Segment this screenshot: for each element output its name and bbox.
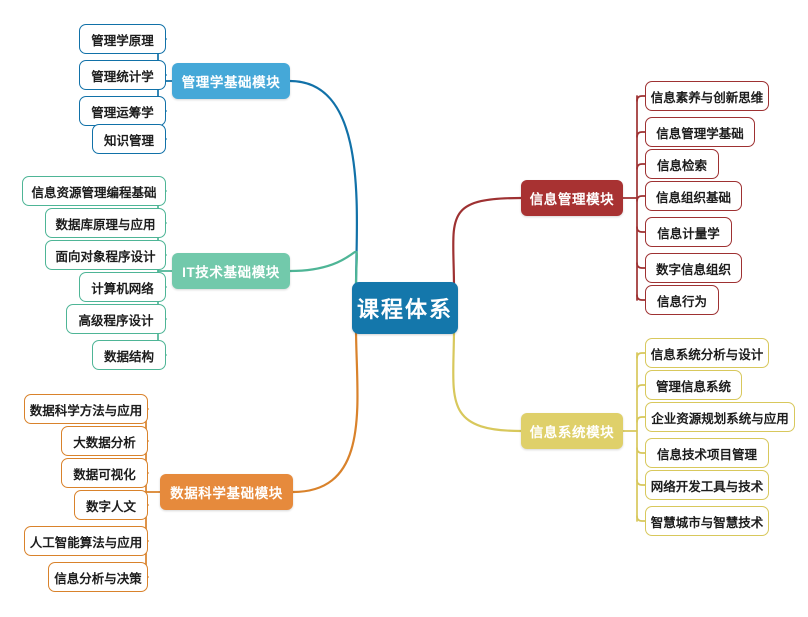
leaf-node[interactable]: 面向对象程序设计 [45,240,166,270]
leaf-node[interactable]: 企业资源规划系统与应用 [645,402,795,432]
leaf-node[interactable]: 信息计量学 [645,217,732,247]
module-node-infosystems[interactable]: 信息系统模块 [521,413,623,449]
leaf-node[interactable]: 信息分析与决策 [48,562,148,592]
leaf-node[interactable]: 信息组织基础 [645,181,742,211]
leaf-node[interactable]: 知识管理 [92,124,166,154]
leaf-node[interactable]: 信息技术项目管理 [645,438,769,468]
leaf-node[interactable]: 信息素养与创新思维 [645,81,769,111]
leaf-node[interactable]: 人工智能算法与应用 [24,526,148,556]
leaf-node[interactable]: 智慧城市与智慧技术 [645,506,769,536]
leaf-node[interactable]: 数据科学方法与应用 [24,394,148,424]
leaf-node[interactable]: 管理运筹学 [79,96,166,126]
leaf-node[interactable]: 数字人文 [74,490,148,520]
leaf-node[interactable]: 管理信息系统 [645,370,742,400]
leaf-node[interactable]: 管理统计学 [79,60,166,90]
leaf-node[interactable]: 管理学原理 [79,24,166,54]
module-node-infomanagement[interactable]: 信息管理模块 [521,180,623,216]
module-node-datascience[interactable]: 数据科学基础模块 [160,474,293,510]
leaf-node[interactable]: 计算机网络 [79,272,166,302]
leaf-node[interactable]: 信息管理学基础 [645,117,755,147]
leaf-node[interactable]: 数据可视化 [61,458,148,488]
leaf-node[interactable]: 大数据分析 [61,426,148,456]
module-node-it[interactable]: IT技术基础模块 [172,253,290,289]
leaf-node[interactable]: 信息检索 [645,149,719,179]
root-node[interactable]: 课程体系 [352,282,458,334]
leaf-node[interactable]: 信息行为 [645,285,719,315]
leaf-node[interactable]: 信息资源管理编程基础 [22,176,166,206]
leaf-node[interactable]: 信息系统分析与设计 [645,338,769,368]
leaf-node[interactable]: 数据库原理与应用 [45,208,166,238]
leaf-node[interactable]: 高级程序设计 [66,304,166,334]
leaf-node[interactable]: 数字信息组织 [645,253,742,283]
leaf-node[interactable]: 数据结构 [92,340,166,370]
leaf-node[interactable]: 网络开发工具与技术 [645,470,769,500]
module-node-management[interactable]: 管理学基础模块 [172,63,290,99]
